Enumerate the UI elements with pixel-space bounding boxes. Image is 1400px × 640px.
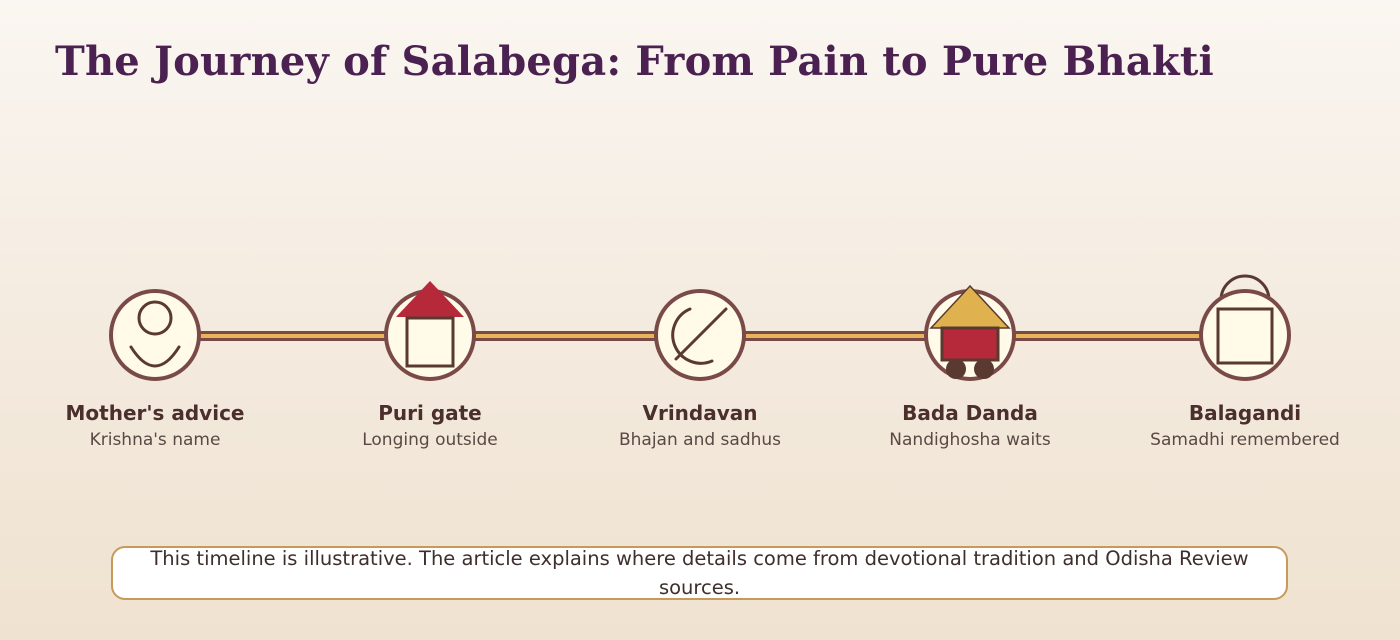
stage-subtitle: Longing outside — [362, 430, 498, 450]
stage-node-5 — [1199, 274, 1291, 381]
stage-title: Mother's advice — [65, 401, 245, 425]
stage-node-3 — [654, 289, 746, 381]
stage-title: Vrindavan — [642, 401, 758, 425]
stage-title: Balagandi — [1188, 401, 1302, 425]
chariot-icon — [929, 284, 1011, 379]
page-title: The Journey of Salabega: From Pain to Pu… — [55, 38, 1214, 85]
stage-node-2 — [384, 281, 476, 381]
stage-label-1: Mother's advice Krishna's name — [25, 400, 285, 452]
temple-gate-icon — [396, 281, 464, 368]
stage-label-3: Vrindavan Bhajan and sadhus — [570, 400, 830, 452]
illustrative-note: This timeline is illustrative. The artic… — [111, 546, 1288, 600]
samadhi-shrine-icon — [1216, 307, 1274, 365]
stage-title: Bada Danda — [902, 401, 1038, 425]
stage-label-5: Balagandi Samadhi remembered — [1115, 400, 1375, 452]
stage-node-4 — [924, 284, 1016, 381]
note-text: This timeline is illustrative. The artic… — [150, 547, 1249, 599]
mother-child-icon — [129, 300, 181, 368]
stage-subtitle: Nandighosha waits — [889, 430, 1051, 450]
flute-icon — [671, 307, 728, 365]
stage-title: Puri gate — [378, 401, 482, 425]
stage-label-4: Bada Danda Nandighosha waits — [840, 400, 1100, 452]
stage-subtitle: Bhajan and sadhus — [618, 430, 782, 450]
stage-node-1 — [109, 289, 201, 381]
stage-subtitle: Krishna's name — [89, 430, 221, 450]
stage-label-2: Puri gate Longing outside — [300, 400, 560, 452]
stage-subtitle: Samadhi remembered — [1150, 430, 1340, 450]
